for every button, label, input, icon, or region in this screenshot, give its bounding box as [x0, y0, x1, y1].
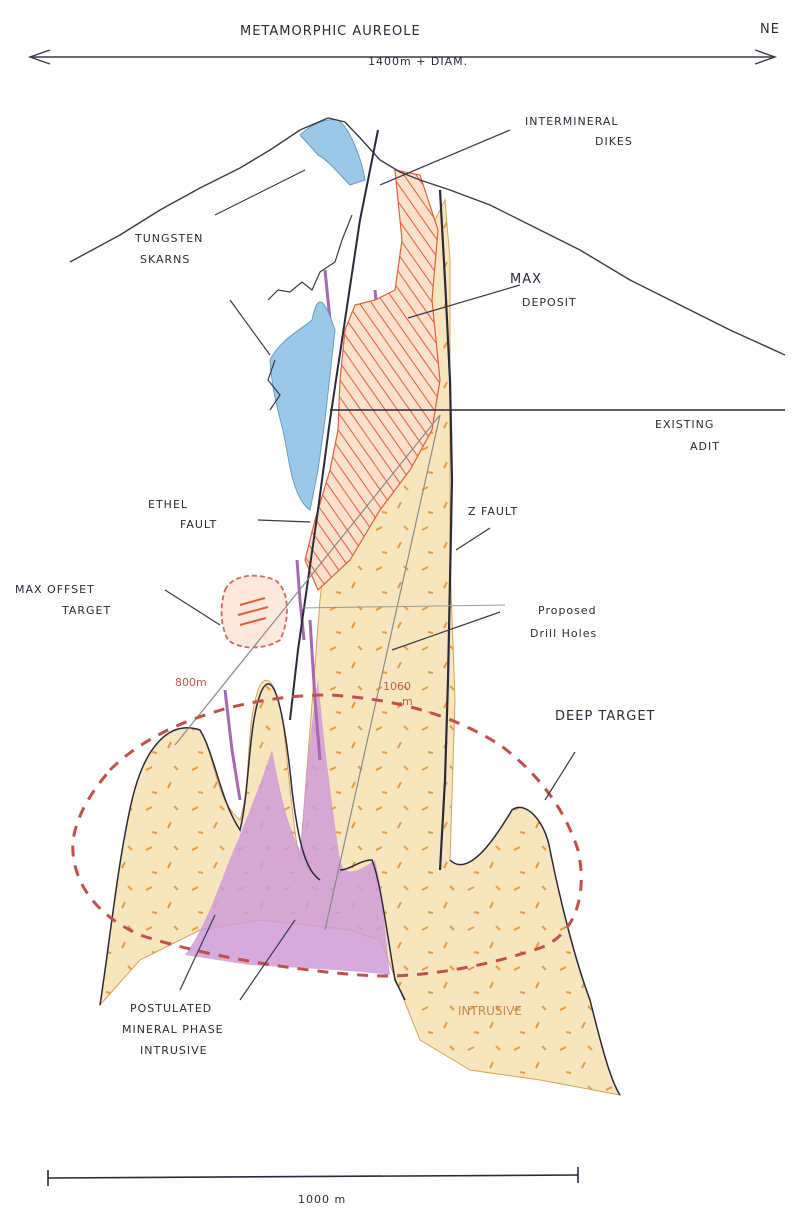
label-target: TARGET — [61, 604, 111, 617]
label-proposed: Proposed — [538, 604, 597, 617]
label-intrusive-postulated: INTRUSIVE — [140, 1044, 208, 1057]
aureole-title: METAMORPHIC AUREOLE — [240, 24, 421, 39]
label-depth-800: 800m — [175, 676, 207, 689]
label-z-fault: Z FAULT — [468, 505, 518, 518]
tungsten-skarn-upper — [300, 120, 365, 185]
label-max: MAX — [510, 272, 542, 287]
direction-ne: NE — [760, 22, 780, 37]
label-tungsten: TUNGSTEN — [134, 232, 203, 245]
scale-bar-label: 1000 m — [298, 1193, 346, 1206]
label-deep-target: DEEP TARGET — [555, 709, 656, 724]
scale-bar — [48, 1167, 578, 1186]
label-depth-m: m — [402, 695, 413, 708]
label-ethel-fault: FAULT — [180, 518, 217, 531]
label-max-offset: MAX OFFSET — [15, 583, 95, 596]
label-drill-holes: Drill Holes — [530, 627, 597, 640]
label-mineral-phase: MINERAL PHASE — [122, 1023, 224, 1036]
label-depth-1060: 1060 — [383, 680, 411, 693]
label-adit: ADIT — [690, 440, 720, 453]
label-ethel: ETHEL — [148, 498, 188, 511]
label-skarns: SKARNS — [140, 253, 190, 266]
tungsten-skarn-lower — [270, 302, 335, 510]
label-postulated: POSTULATED — [130, 1002, 212, 1015]
label-existing: EXISTING — [655, 418, 714, 431]
label-intermineral: INTERMINERAL — [525, 115, 619, 128]
label-dikes: DIKES — [595, 135, 633, 148]
label-deposit: DEPOSIT — [522, 296, 577, 309]
aureole-diameter: 1400m + DIAM. — [368, 55, 468, 68]
label-intrusive: INTRUSIVE — [458, 1004, 522, 1018]
